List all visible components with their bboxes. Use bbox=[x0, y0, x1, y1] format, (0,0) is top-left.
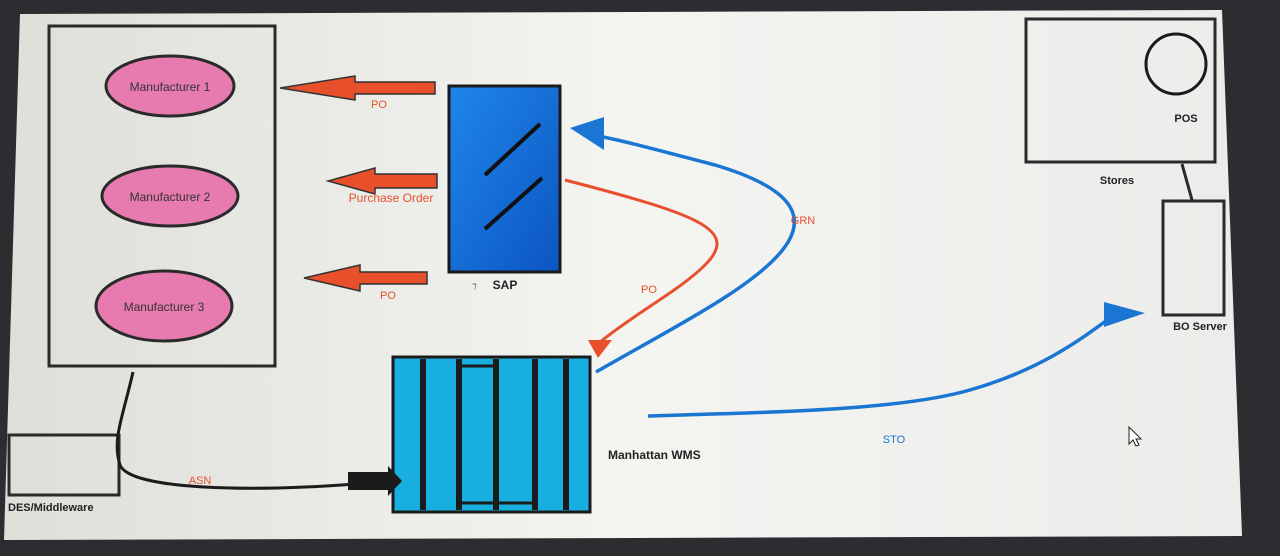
stores-box bbox=[1024, 17, 1217, 164]
sap-slash-1 bbox=[483, 122, 542, 177]
grn-flow-line bbox=[595, 134, 796, 374]
manufacturer-1-label: Manufacturer 1 bbox=[130, 80, 211, 94]
asn-label: ASN bbox=[189, 475, 212, 487]
asn-arrowhead bbox=[348, 466, 402, 496]
manufacturer-3-label: Manufacturer 3 bbox=[124, 300, 205, 314]
wms-divider-1 bbox=[420, 359, 426, 510]
wms-divider-2 bbox=[456, 359, 462, 510]
po-to-wms-arrowhead bbox=[588, 340, 612, 358]
screen-background bbox=[4, 10, 1242, 540]
po-to-wms-line bbox=[564, 178, 719, 344]
pos-label: POS bbox=[1174, 113, 1197, 125]
po-arrow-3 bbox=[303, 264, 428, 292]
des-middleware-label: DES/Middleware bbox=[8, 502, 94, 514]
po-to-wms-label: PO bbox=[641, 284, 657, 296]
sap-node bbox=[447, 84, 562, 274]
manufacturer-3-node bbox=[94, 269, 234, 343]
sap-marker: ⁊ bbox=[472, 281, 477, 292]
wms-divider-4 bbox=[532, 359, 538, 510]
wms-divider-5 bbox=[563, 359, 569, 510]
po-bottom-label: PO bbox=[380, 290, 396, 302]
purchase-order-arrow bbox=[325, 167, 438, 195]
po-arrow-1 bbox=[279, 75, 436, 101]
grn-arrowhead bbox=[570, 117, 604, 150]
sap-slash-2 bbox=[483, 176, 544, 231]
asn-flow-line bbox=[115, 371, 356, 490]
po-top-label: PO bbox=[371, 99, 387, 111]
sto-arrowhead bbox=[1104, 302, 1145, 327]
purchase-order-label: Purchase Order bbox=[349, 191, 434, 205]
wms-divider-3 bbox=[493, 359, 499, 510]
mouse-cursor-icon bbox=[1128, 425, 1143, 447]
manufacturer-2-label: Manufacturer 2 bbox=[130, 190, 211, 204]
pos-terminal-icon bbox=[1144, 32, 1208, 96]
bo-server-label: BO Server bbox=[1173, 321, 1228, 333]
bo-server-box bbox=[1161, 199, 1226, 317]
grn-label: GRN bbox=[791, 215, 816, 227]
sap-label: SAP bbox=[493, 278, 518, 292]
manufacturer-1-node bbox=[104, 54, 236, 118]
sto-flow-line bbox=[647, 316, 1112, 418]
stores-bo-connector bbox=[1180, 163, 1194, 201]
stores-label: Stores bbox=[1100, 175, 1134, 187]
manhattan-wms-label: Manhattan WMS bbox=[608, 448, 701, 462]
manufacturer-2-node bbox=[100, 164, 240, 228]
manufacturers-box bbox=[47, 24, 277, 368]
sto-label: STO bbox=[883, 434, 906, 446]
